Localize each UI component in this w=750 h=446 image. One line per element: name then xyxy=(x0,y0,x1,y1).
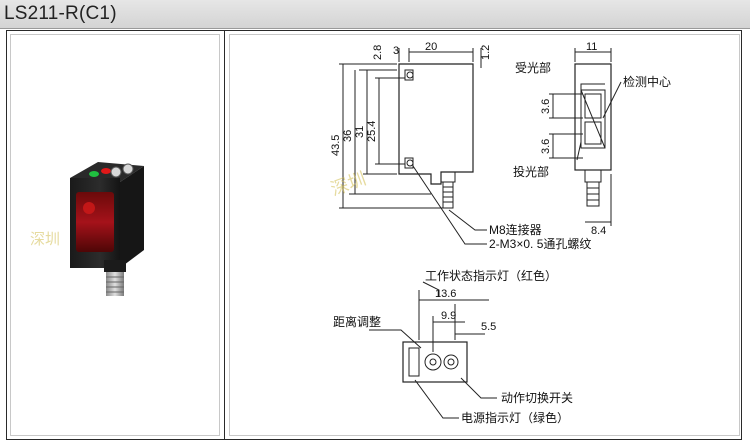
dim-36: 36 xyxy=(342,130,354,142)
dim-13-6: 13.6 xyxy=(435,288,456,300)
dim-43-5: 43.5 xyxy=(330,135,342,156)
dim-3-6-top: 3.6 xyxy=(540,99,552,114)
label-m8-connector: M8连接器 xyxy=(489,222,542,237)
label-distance-adjust: 距离调整 xyxy=(333,314,381,329)
label-screw-holes: 2-M3×0. 5通孔螺纹 xyxy=(489,237,591,251)
dim-3: 3 xyxy=(393,45,399,57)
panel-divider xyxy=(224,30,225,440)
title-bar: LS211-R(C1) xyxy=(0,0,750,29)
top-view-body xyxy=(402,341,468,383)
diagram-panel xyxy=(229,34,740,436)
dimension-drawing: 2.8 3 20 1.2 43.5 36 31 25.4 11 3.6 3.6 … xyxy=(330,41,671,425)
label-mode-switch: 动作切换开关 xyxy=(501,391,573,405)
dim-31: 31 xyxy=(354,126,366,138)
label-status-led: 工作状态指示灯（红色） xyxy=(425,268,557,283)
side-view-body xyxy=(398,63,474,185)
dim-1-2: 1.2 xyxy=(480,45,492,60)
dim-2-8: 2.8 xyxy=(372,45,384,60)
label-power-led: 电源指示灯（绿色） xyxy=(461,410,569,425)
front-view-body xyxy=(574,63,612,171)
dim-3-6-bottom: 3.6 xyxy=(540,139,552,154)
content-frame xyxy=(6,30,742,440)
dim-25-4: 25.4 xyxy=(366,121,378,142)
sensor-photo xyxy=(70,162,144,296)
label-emitter: 投光部 xyxy=(513,164,549,179)
dim-9-9: 9.9 xyxy=(441,310,456,322)
label-detection-center: 检测中心 xyxy=(623,74,671,89)
dim-5-5: 5.5 xyxy=(481,321,496,333)
label-receiver: 受光部 xyxy=(515,60,551,75)
dim-8-4: 8.4 xyxy=(591,225,606,237)
photo-panel xyxy=(10,34,220,436)
dim-11: 11 xyxy=(586,41,597,53)
dim-20: 20 xyxy=(425,41,437,53)
product-title: LS211-R(C1) xyxy=(4,3,117,24)
